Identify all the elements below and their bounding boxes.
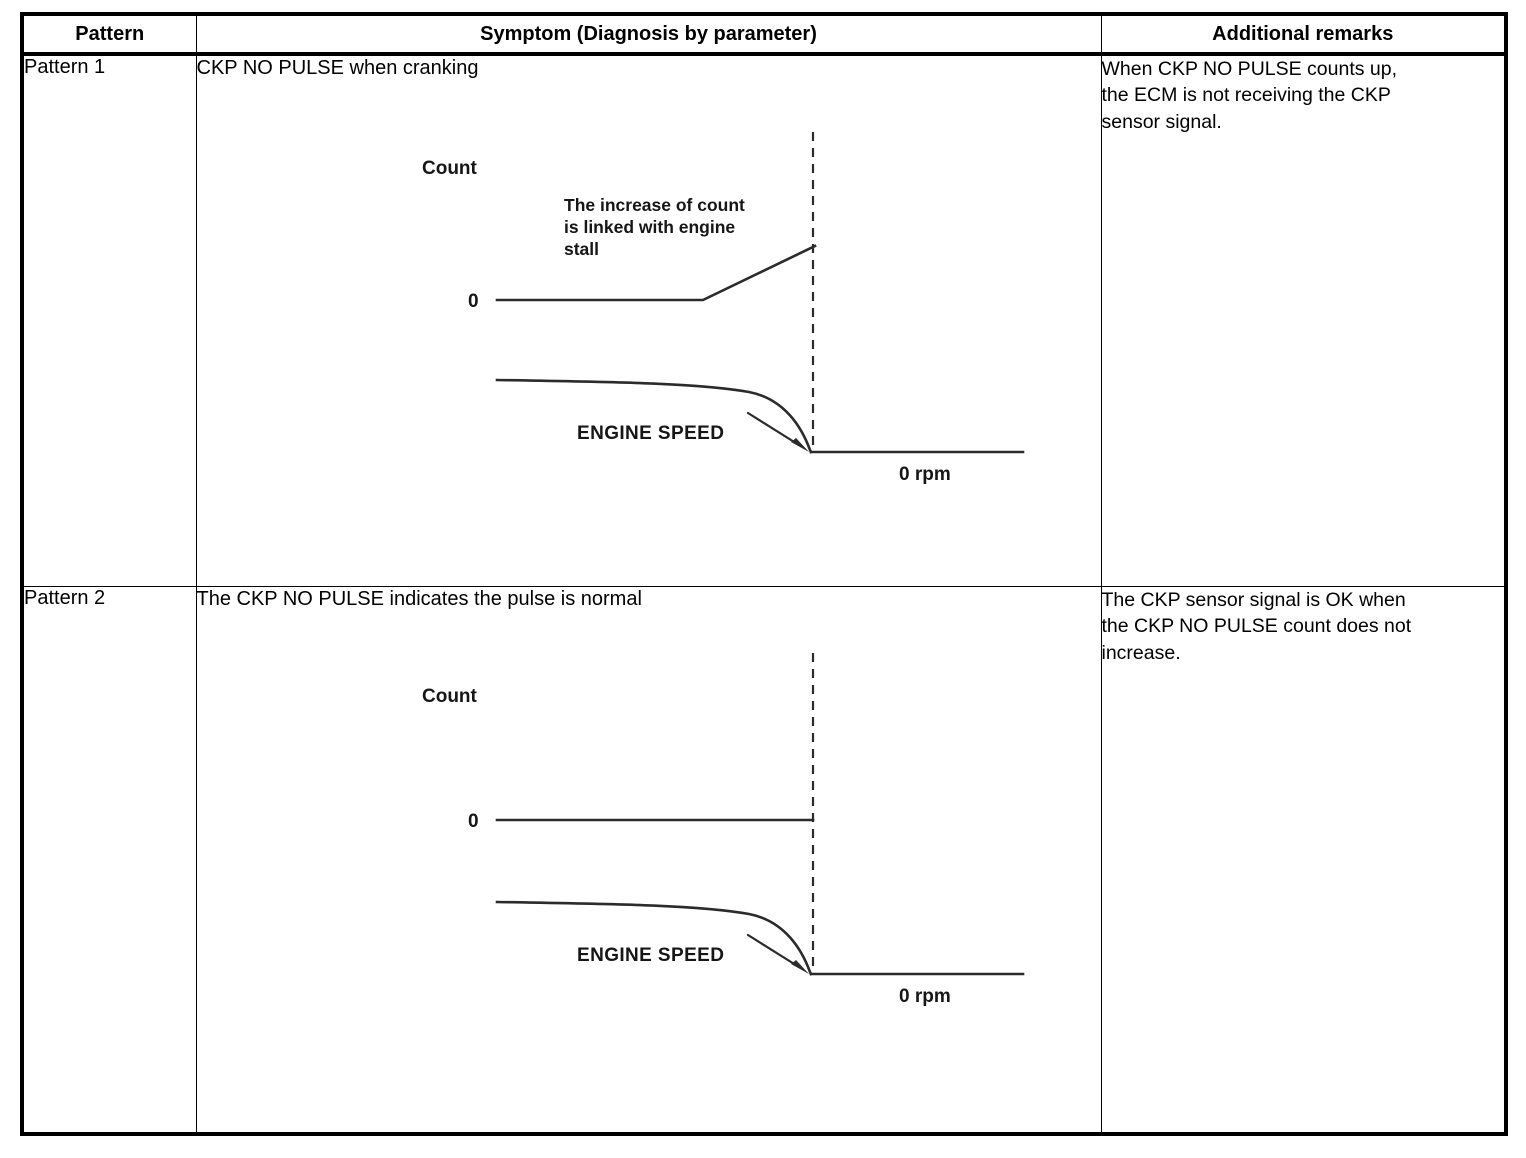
- annotation-line-1: The increase of count: [564, 195, 745, 215]
- table-row: Pattern 1 CKP NO PULSE when cranking Cou…: [21, 53, 1507, 587]
- engine-speed-trace: [495, 900, 813, 976]
- remarks-line-1: When CKP NO PULSE counts up,: [1101, 58, 1398, 80]
- pattern-1-diagram: Count The increase of count is linked wi…: [197, 56, 1102, 586]
- annotation-line-2: is linked with engine: [564, 217, 735, 237]
- cell-pattern-1: Pattern 1: [21, 53, 197, 587]
- cell-remarks-2: The CKP sensor signal is OK when the CKP…: [1100, 586, 1507, 1135]
- diagnosis-table: Pattern Symptom (Diagnosis by parameter)…: [20, 12, 1508, 1136]
- count-trace: [495, 244, 817, 302]
- remarks-line-3: sensor signal.: [1101, 110, 1222, 133]
- remarks-line-2: the CKP NO PULSE count does not: [1101, 615, 1412, 638]
- cell-pattern-2: Pattern 2: [21, 586, 197, 1135]
- zero-rpm-label: 0 rpm: [899, 464, 951, 485]
- cell-symptom-2: The CKP NO PULSE indicates the pulse is …: [195, 586, 1102, 1135]
- cell-symptom-1: CKP NO PULSE when cranking Count The inc…: [195, 53, 1102, 587]
- cell-remarks-1: When CKP NO PULSE counts up, the ECM is …: [1100, 53, 1507, 587]
- engine-speed-label: ENGINE SPEED: [577, 423, 724, 444]
- engine-speed-leader-line: [746, 933, 800, 969]
- count-zero-label: 0: [468, 811, 479, 832]
- column-header-pattern: Pattern: [22, 13, 197, 56]
- remarks-line-3: increase.: [1101, 641, 1181, 664]
- column-header-remarks: Additional remarks: [1100, 13, 1506, 56]
- engine-speed-leader-arrow-icon: [790, 960, 809, 974]
- pattern-2-diagram: Count 0 ENGINE SPEED: [197, 587, 1102, 1132]
- engine-speed-trace: [495, 378, 813, 454]
- engine-speed-label: ENGINE SPEED: [577, 945, 724, 966]
- table-body: Pattern 1 CKP NO PULSE when cranking Cou…: [21, 53, 1507, 1135]
- column-header-symptom: Symptom (Diagnosis by parameter): [195, 13, 1102, 56]
- remarks-line-1: The CKP sensor signal is OK when: [1101, 589, 1406, 611]
- engine-speed-leader-line: [746, 411, 800, 447]
- table-header: Pattern Symptom (Diagnosis by parameter)…: [22, 13, 1506, 56]
- count-axis-label: Count: [422, 158, 478, 179]
- header-row: Pattern Symptom (Diagnosis by parameter)…: [22, 13, 1506, 56]
- annotation-line-3: stall: [564, 239, 599, 259]
- symptom-title-1: CKP NO PULSE when cranking: [196, 57, 479, 79]
- symptom-title-2: The CKP NO PULSE indicates the pulse is …: [196, 588, 642, 610]
- engine-speed-leader-arrow-icon: [790, 438, 809, 452]
- pattern-1-chart-svg: Count The increase of count is linked wi…: [422, 132, 1024, 485]
- remarks-line-2: the ECM is not receiving the CKP: [1101, 84, 1391, 107]
- count-axis-label: Count: [422, 686, 478, 707]
- pattern-2-chart-svg: Count 0 ENGINE SPEED: [422, 653, 1024, 1007]
- zero-rpm-label: 0 rpm: [899, 986, 951, 1007]
- table-row: Pattern 2 The CKP NO PULSE indicates the…: [21, 586, 1507, 1135]
- count-zero-label: 0: [468, 291, 479, 312]
